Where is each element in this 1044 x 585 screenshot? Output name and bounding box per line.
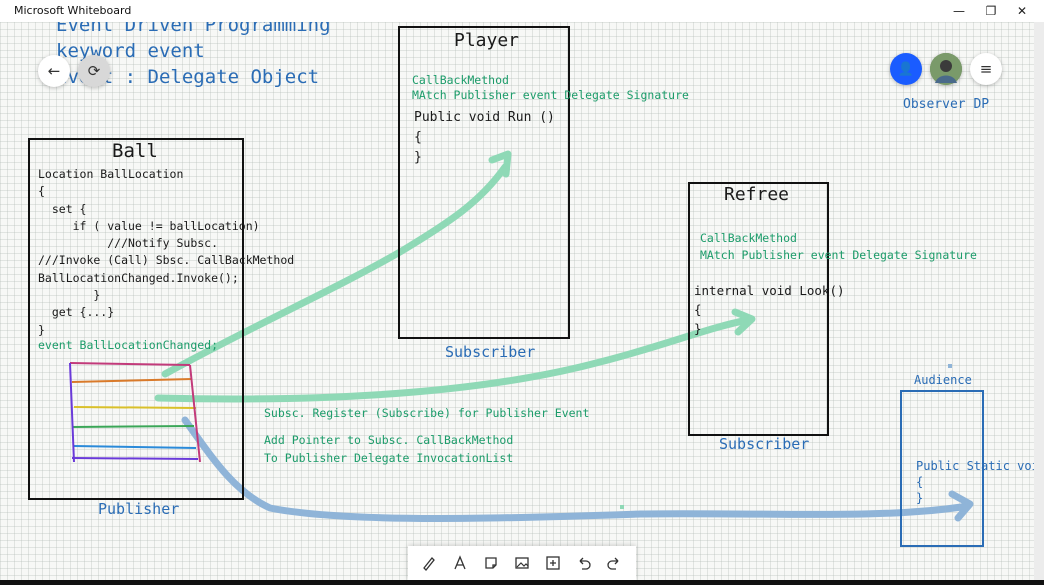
player-code-line: }: [414, 150, 422, 165]
refree-code: internal void Look() { }: [694, 281, 845, 338]
delegate-scribble: [69, 362, 201, 463]
pointer-annotation-line2: To Publisher Delegate InvocationList: [264, 451, 514, 465]
ball-code-line: ///Invoke (Call) Sbsc. CallBackMethod: [38, 253, 295, 268]
title-bar: Microsoft Whiteboard — ❐ ✕: [0, 0, 1044, 23]
redo-icon: [607, 557, 619, 570]
ball-code-line: if ( value != ballLocation): [38, 218, 260, 233]
player-code-line: {: [414, 130, 422, 145]
audience-code-line: }: [916, 491, 924, 505]
collaborate-icon: ⟳: [87, 62, 101, 80]
maximize-button[interactable]: ❐: [974, 0, 1008, 22]
undo-button[interactable]: [573, 552, 595, 574]
pen-tool-button[interactable]: [418, 552, 440, 574]
person-icon: 👤: [897, 61, 915, 77]
audience-code: Public Static void ( { }: [916, 458, 1034, 506]
stray-dot: [948, 364, 952, 368]
refree-code-line: internal void Look(): [694, 283, 845, 298]
ball-code-line: set {: [38, 201, 87, 216]
close-icon: ✕: [1016, 4, 1028, 18]
sticky-note-icon: [485, 557, 497, 569]
player-box[interactable]: Player CallBackMethod: [398, 26, 570, 339]
player-caption: Subscriber: [445, 343, 536, 361]
audience-title: Audience: [914, 373, 972, 387]
arrow-head-refree: [731, 308, 756, 336]
text-icon: [454, 555, 466, 570]
ball-caption: Publisher: [98, 500, 180, 518]
ball-code-line: Location BallLocation: [38, 167, 184, 181]
ball-code-line: get {...}: [38, 305, 115, 320]
collaborate-button[interactable]: ⟳: [78, 55, 110, 87]
bottom-toolbar: [408, 546, 636, 580]
pointer-annotation-line1: Add Pointer to Subsc. CallBackMethod: [264, 433, 514, 447]
ball-box[interactable]: Ball Location BallLocation { set { if ( …: [28, 138, 294, 500]
window-title: Microsoft Whiteboard: [14, 4, 132, 17]
image-icon: [515, 557, 529, 569]
back-button[interactable]: ←: [38, 55, 70, 87]
redo-button[interactable]: [603, 552, 625, 574]
maximize-icon: ❐: [985, 4, 997, 18]
refree-caption: Subscriber: [719, 435, 810, 453]
ball-code-line: }: [38, 288, 101, 303]
audience-code-line: {: [916, 475, 924, 489]
header-note-line1: Event Driven Programming: [56, 22, 331, 36]
refree-note2: MAtch Publisher event Delegate Signature: [700, 248, 977, 262]
header-note-line3: event : Delegate Object: [56, 66, 320, 88]
ball-code: Location BallLocation { set { if ( value…: [38, 166, 294, 339]
minimize-button[interactable]: —: [942, 0, 976, 22]
refree-code-line: }: [694, 321, 702, 336]
player-note2: MAtch Publisher event Delegate Signature: [412, 88, 689, 102]
settings-menu-button[interactable]: ≡: [970, 53, 1002, 85]
undo-icon: [579, 557, 591, 570]
ball-title: Ball: [112, 140, 158, 162]
ball-code-line: ///Notify Subsc.: [38, 236, 219, 251]
hamburger-menu-icon: ≡: [979, 60, 993, 78]
audience-code-line: Public Static void (: [916, 459, 1034, 473]
refree-title: Refree: [724, 184, 790, 205]
arrow-to-refree: [154, 316, 752, 403]
refree-code-line: {: [694, 302, 702, 317]
register-annotation: Subsc. Register (Subscribe) for Publishe…: [264, 406, 590, 420]
observer-label: Observer DP: [903, 97, 990, 112]
add-icon: [546, 556, 560, 570]
arrow-to-player: [161, 163, 509, 378]
image-tool-button[interactable]: [511, 552, 533, 574]
ball-code-line: }: [38, 322, 45, 337]
text-tool-button[interactable]: [449, 552, 471, 574]
sticky-note-tool-button[interactable]: [480, 552, 502, 574]
avatar-photo-icon: [930, 53, 962, 85]
ball-code-line: BallLocationChanged.Invoke();: [38, 270, 239, 285]
close-button[interactable]: ✕: [1005, 0, 1039, 22]
invite-button[interactable]: 👤: [890, 53, 922, 85]
player-code-line: Public void Run (): [414, 110, 555, 125]
arrow-head-player: [488, 150, 512, 178]
player-title: Player: [454, 30, 520, 51]
player-code: Public void Run () { }: [414, 108, 555, 168]
back-arrow-icon: ←: [47, 62, 61, 80]
vertical-scrollbar[interactable]: [1034, 22, 1044, 580]
insert-tool-button[interactable]: [542, 552, 564, 574]
audience-box[interactable]: [900, 390, 984, 547]
arrow-head-audience: [948, 490, 974, 522]
ball-event-line: event BallLocationChanged;: [38, 338, 219, 352]
refree-note1: CallBackMethod: [700, 231, 797, 245]
whiteboard-canvas[interactable]: Event Driven Programming keyword event e…: [0, 22, 1034, 580]
player-note1: CallBackMethod: [412, 73, 509, 87]
stray-dot: [620, 505, 624, 509]
pen-icon: [423, 557, 436, 571]
minimize-icon: —: [953, 4, 965, 18]
ball-code-line: {: [38, 184, 45, 199]
refree-box[interactable]: Refree: [688, 182, 829, 436]
taskbar-edge: [0, 580, 1044, 585]
user-avatar[interactable]: [930, 53, 962, 85]
